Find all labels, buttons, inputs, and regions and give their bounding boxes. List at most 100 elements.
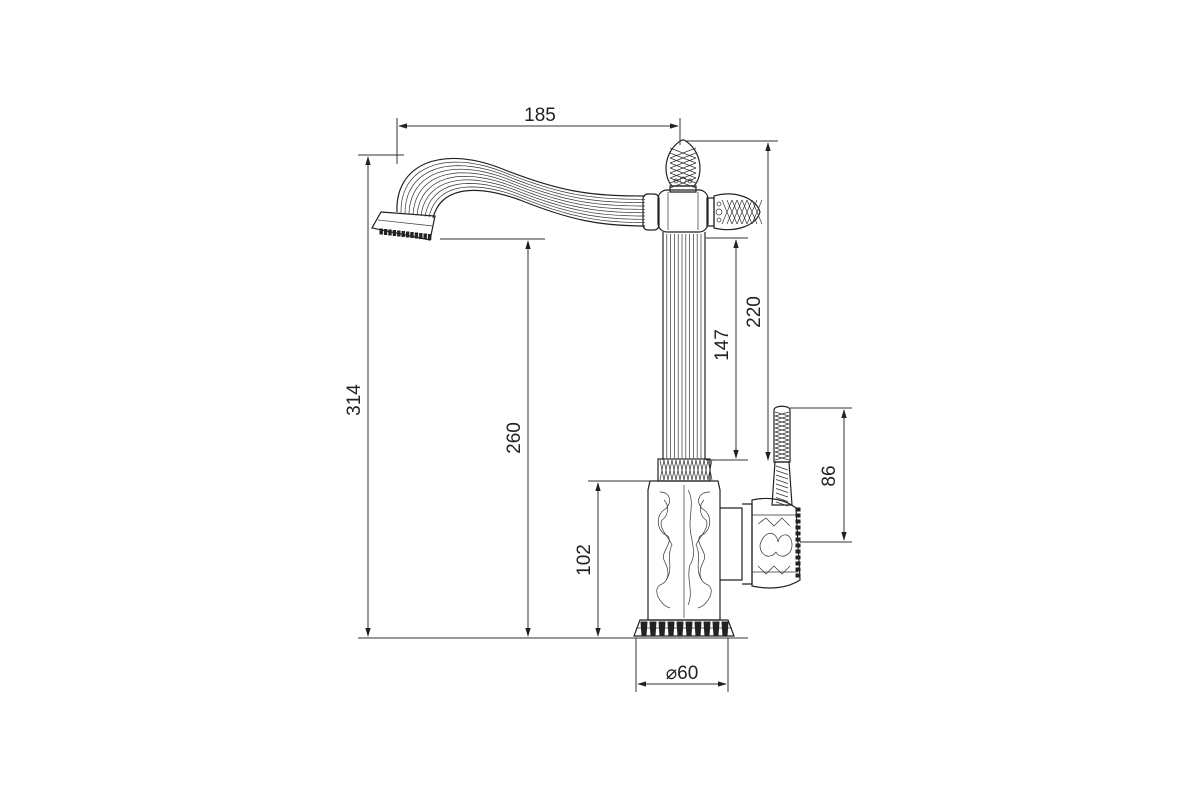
aerator-tooth (401, 231, 405, 237)
cartridge-tooth (795, 573, 801, 578)
lever-knurl-line (774, 447, 790, 453)
knob-hatch-line (669, 152, 697, 164)
knob-hatch-line (669, 157, 697, 169)
knurl-line (695, 459, 701, 481)
dim-label-handle-top: 220 (744, 296, 765, 328)
lever-knurl-line (775, 497, 789, 502)
dim-label-lever: 86 (819, 465, 840, 486)
spout-rib (404, 165, 646, 214)
knurl-line (667, 459, 673, 481)
spout (371, 157, 646, 241)
knob-hatch-line (731, 199, 743, 225)
base-dentil (685, 621, 693, 637)
knurl-line (679, 459, 685, 481)
lever-knurl-line (774, 423, 790, 429)
faucet-outline (371, 139, 801, 637)
side-knob-hatch (721, 199, 763, 225)
faucet-base (633, 619, 735, 637)
stem (662, 232, 706, 460)
dim-label-clearance: 260 (504, 422, 525, 454)
lever-knurl-line (774, 455, 790, 461)
collar (657, 458, 713, 482)
knob-hatch-line (669, 172, 697, 184)
lever-knurl-line (774, 435, 790, 441)
knob-hatch-line (746, 199, 758, 225)
knurl-line (683, 459, 689, 481)
knurl-line (703, 459, 709, 481)
knob-hatch-line (721, 199, 733, 225)
knurl-line (699, 459, 705, 481)
knob-hatch-line (669, 167, 697, 179)
cartridge-tooth (795, 555, 801, 560)
cartridge-tooth (795, 507, 801, 512)
knob-hatch-line (736, 199, 748, 225)
base-dentil (694, 621, 702, 637)
base-dentil (712, 621, 720, 637)
lever-knurl-line (775, 470, 789, 475)
base-dentil (658, 621, 666, 637)
dim-label-body: 102 (574, 544, 595, 576)
lever-knurl-line (775, 488, 789, 493)
aerator-tooth (388, 229, 392, 236)
base-dentils (640, 621, 729, 637)
spout-rib (428, 186, 646, 224)
collar-knurl (659, 459, 713, 481)
cartridge-teeth (795, 507, 801, 578)
aerator-teeth (379, 228, 432, 240)
knurl-line (675, 459, 681, 481)
base-dentil (667, 621, 675, 637)
lever-knurl-line (774, 411, 790, 417)
cartridge-tooth (795, 525, 801, 530)
aerator-tip (371, 211, 436, 241)
lever-knurl-line (775, 492, 789, 498)
cartridge-tooth (795, 531, 801, 536)
valve-housing (642, 189, 709, 233)
aerator-tooth (414, 232, 419, 239)
base-dentil (703, 621, 711, 637)
lever-knurl-line (774, 431, 790, 437)
knurl-line (687, 459, 693, 481)
lever-knurl-line (774, 443, 790, 449)
base-dentil (721, 621, 729, 637)
cartridge-tooth (795, 549, 801, 554)
knurl-line (671, 459, 677, 481)
base-dentil (649, 621, 657, 637)
knob-hatch-line (726, 199, 738, 225)
spout-rib (408, 168, 645, 215)
stem-flutes (666, 234, 702, 458)
lever-knurl-line (774, 415, 790, 421)
base-dentil (676, 621, 684, 637)
side-cartridge (720, 497, 801, 589)
spout-rib (424, 183, 645, 220)
lever-knurl-line (774, 451, 790, 457)
spout-rib (416, 176, 646, 216)
lever-knurl-line (775, 479, 789, 484)
knob-hatch-line (669, 147, 697, 159)
spout-ribs (400, 161, 646, 224)
lever-knurl-line (774, 419, 790, 425)
spout-rib (400, 161, 645, 213)
cartridge-tooth (795, 561, 801, 566)
dimension-labels: 185 314 260 220 147 86 102 ⌀60 (344, 105, 840, 684)
lever-knurl-line (774, 439, 790, 445)
aerator-tooth (419, 233, 423, 239)
lever-knurl-line (775, 465, 789, 471)
knurl-line (707, 459, 713, 481)
aerator-tooth (383, 229, 388, 235)
knurl-line (691, 459, 697, 481)
knurl-line (663, 459, 669, 481)
spout-rib (420, 179, 645, 217)
lever-handle (771, 405, 793, 507)
aerator-tooth (423, 233, 427, 240)
cartridge-tooth (795, 519, 801, 524)
dim-label-reach: 185 (524, 105, 556, 126)
side-knob (706, 193, 763, 231)
dim-label-stem: 147 (712, 329, 733, 361)
top-knob (665, 139, 701, 193)
knob-hatch-line (751, 199, 763, 225)
cartridge-tooth (795, 513, 801, 518)
lever-knurl (774, 411, 790, 507)
aerator-tooth (427, 234, 432, 240)
